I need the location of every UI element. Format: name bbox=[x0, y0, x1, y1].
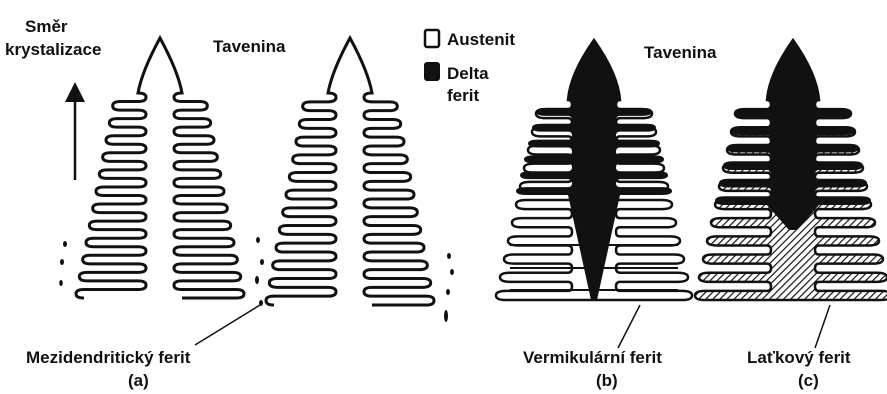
legend-delta-ferrite-label-2: ferit bbox=[447, 86, 479, 105]
legend: Austenit Delta ferit bbox=[425, 30, 515, 105]
legend-delta-ferrite-swatch bbox=[425, 63, 439, 80]
direction-label-2: krystalizace bbox=[5, 40, 101, 59]
legend-austenite-swatch bbox=[425, 30, 439, 47]
interdendritic-ferrite-label: Mezidendritický ferit bbox=[26, 348, 191, 367]
interdendritic-pointer bbox=[195, 305, 260, 345]
legend-austenite-label: Austenit bbox=[447, 30, 515, 49]
lathy-ferrite-label: Laťkový ferit bbox=[747, 348, 851, 367]
panel-b-label: (b) bbox=[596, 371, 618, 390]
vermicular-pointer bbox=[618, 305, 640, 348]
lathy-pointer bbox=[815, 305, 830, 348]
panel-b-dendrite bbox=[496, 40, 692, 300]
melt-label-a: Tavenina bbox=[213, 37, 286, 56]
panel-c-dendrite bbox=[695, 40, 887, 300]
legend-delta-ferrite-label-1: Delta bbox=[447, 64, 489, 83]
direction-label-1: Směr bbox=[25, 17, 68, 36]
vermicular-ferrite-label: Vermikulární ferit bbox=[523, 348, 662, 367]
panel-c-label: (c) bbox=[798, 371, 819, 390]
melt-label-bc: Tavenina bbox=[644, 43, 717, 62]
panel-a-dendrite-2 bbox=[266, 38, 434, 305]
panel-a-dendrite-1 bbox=[76, 38, 244, 298]
panel-a-label: (a) bbox=[128, 371, 149, 390]
